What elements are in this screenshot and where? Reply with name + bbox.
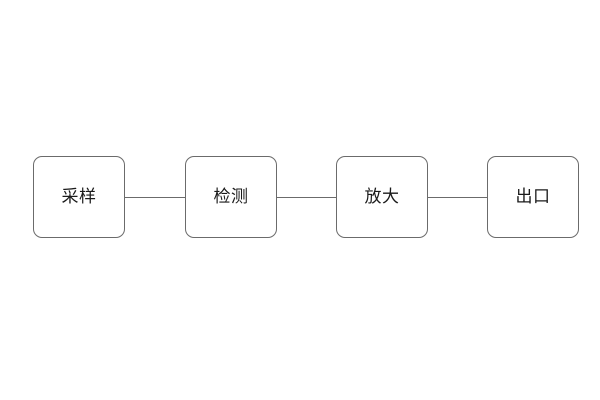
flow-node-label: 采样	[61, 186, 97, 207]
flow-node-outlet[interactable]: 出口	[487, 156, 579, 238]
connector-sampling-to-detection	[125, 196, 185, 198]
flow-node-label: 放大	[364, 186, 400, 207]
connector-amplification-to-outlet	[428, 196, 487, 198]
flow-node-amplification[interactable]: 放大	[336, 156, 428, 238]
flow-node-sampling[interactable]: 采样	[33, 156, 125, 238]
flow-node-label: 检测	[213, 186, 249, 207]
flow-node-detection[interactable]: 检测	[185, 156, 277, 238]
flow-node-label: 出口	[515, 186, 551, 207]
connector-detection-to-amplification	[277, 196, 336, 198]
